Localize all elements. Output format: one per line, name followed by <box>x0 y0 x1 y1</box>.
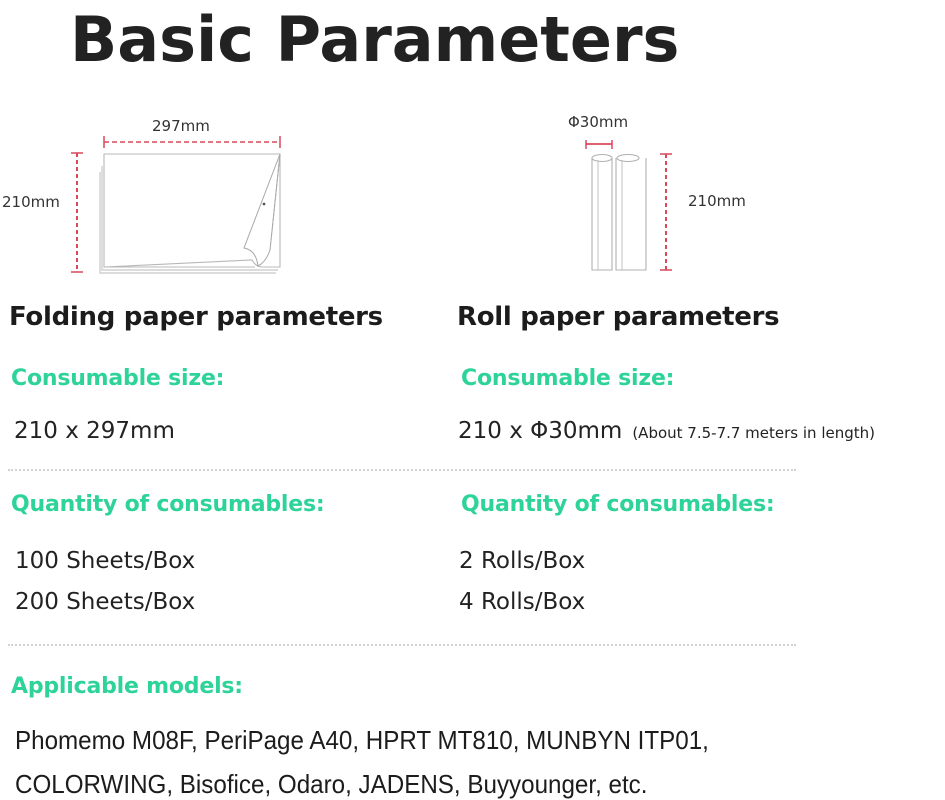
models-line-1: Phomemo M08F, PeriPage A40, HPRT MT810, … <box>15 725 709 755</box>
paper-rolls-icon <box>585 140 672 271</box>
models-line-2: COLORWING, Bisofice, Odaro, JADENS, Buyy… <box>15 769 648 799</box>
applicable-models-label: Applicable models: <box>11 674 243 699</box>
roll-height-label: 210mm <box>688 192 746 210</box>
roll-size-value-row: 210 x Φ30mm (About 7.5-7.7 meters in leng… <box>458 418 875 444</box>
page-title: Basic Parameters <box>70 3 680 76</box>
applicable-models-list: Phomemo M08F, PeriPage A40, HPRT MT810, … <box>15 718 709 800</box>
roll-quantity-1: 2 Rolls/Box <box>459 548 586 574</box>
divider <box>8 644 796 646</box>
folding-quantity-1: 100 Sheets/Box <box>15 548 196 574</box>
roll-size-label: Consumable size: <box>461 366 675 391</box>
roll-diameter-label: Φ30mm <box>568 113 629 131</box>
folding-quantity-2: 200 Sheets/Box <box>15 589 196 615</box>
folding-height-label: 210mm <box>2 193 60 211</box>
folding-size-value: 210 x 297mm <box>14 418 175 444</box>
roll-quantity-2: 4 Rolls/Box <box>459 589 586 615</box>
roll-size-value: 210 x Φ30mm <box>458 418 623 444</box>
folding-quantity-label: Quantity of consumables: <box>11 492 325 517</box>
roll-quantity-label: Quantity of consumables: <box>461 492 775 517</box>
folding-width-label: 297mm <box>152 117 210 135</box>
folding-size-label: Consumable size: <box>11 366 225 391</box>
roll-paper-heading: Roll paper parameters <box>457 302 780 332</box>
folding-paper-heading: Folding paper parameters <box>9 302 383 332</box>
divider <box>8 469 796 471</box>
folded-paper-stack-icon <box>71 136 281 274</box>
roll-size-note: (About 7.5-7.7 meters in length) <box>632 424 875 442</box>
